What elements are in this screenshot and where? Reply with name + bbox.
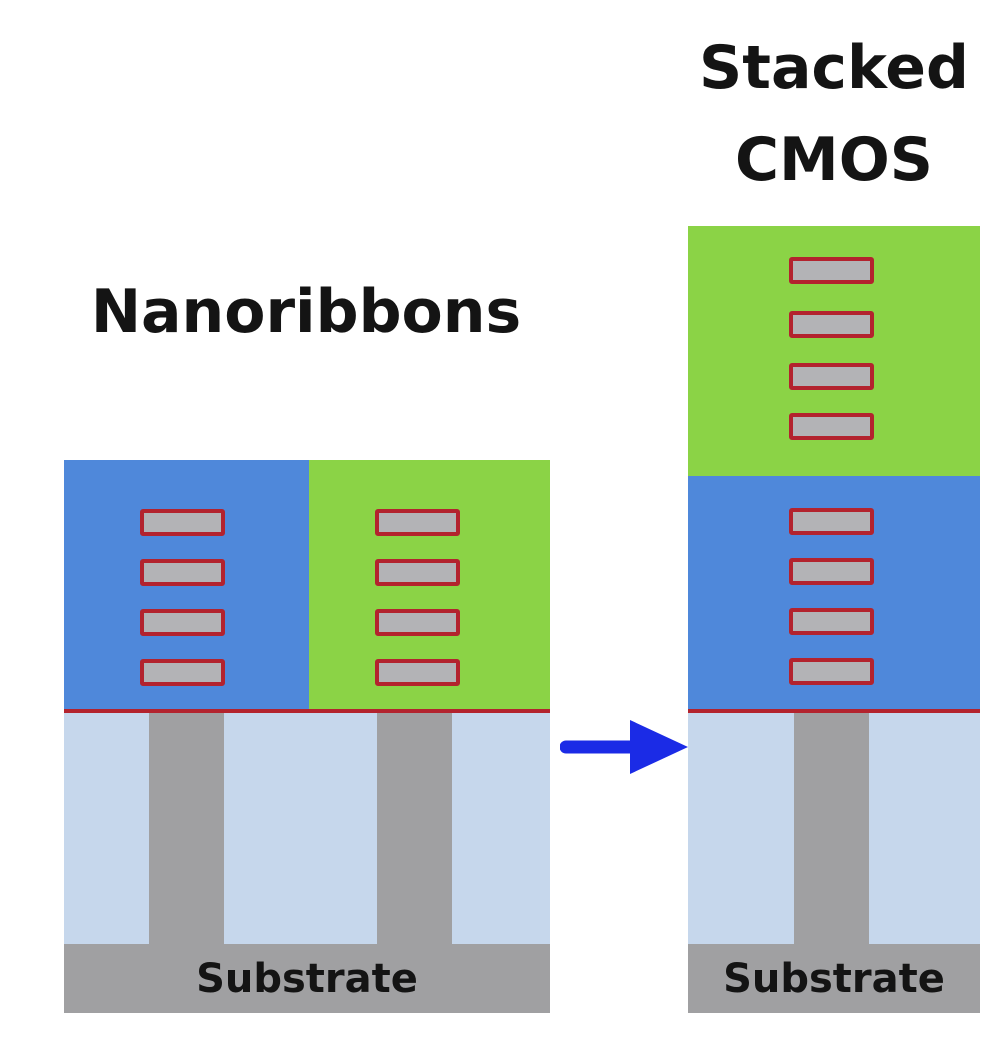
stacked-cmos-title-line-2: CMOS [735,125,933,195]
nanoribbon [375,659,460,686]
substrate-fin [794,713,869,944]
nanoribbons-structure: Substrate [64,460,550,1013]
gate-interface-line [688,709,980,713]
stacked-cmos-title-line-1: Stacked [699,33,969,103]
nanoribbon [789,608,874,635]
substrate-layer: Substrate [688,944,980,1013]
substrate-layer: Substrate [64,944,550,1013]
substrate-fin [149,713,224,944]
nmos-upper-device-block [688,226,980,476]
pmos-lower-device-block [688,476,980,709]
gate-interface-line [64,709,550,713]
nanoribbon [140,609,225,636]
nanoribbon [789,257,874,284]
arrow-right-icon [560,720,688,774]
nanoribbons-title: Nanoribbons [90,277,522,347]
nanoribbon [140,559,225,586]
nanoribbon [375,509,460,536]
stacked-cmos-title: Stacked CMOS [688,22,980,206]
nanoribbon [789,658,874,685]
nmos-device-block [309,460,550,710]
nanoribbon [375,559,460,586]
nanoribbon [375,609,460,636]
substrate-label: Substrate [723,955,945,1002]
nanoribbon [789,558,874,585]
nanoribbon [789,508,874,535]
isolation-oxide [64,713,550,944]
substrate-fin [377,713,452,944]
nanoribbon [789,311,874,338]
nanoribbon [789,413,874,440]
substrate-label: Substrate [196,955,418,1002]
nanoribbon [140,659,225,686]
stacked-cmos-structure: Substrate [688,226,980,1013]
nanoribbon [789,363,874,390]
pmos-device-block [64,460,309,710]
nanoribbon [140,509,225,536]
